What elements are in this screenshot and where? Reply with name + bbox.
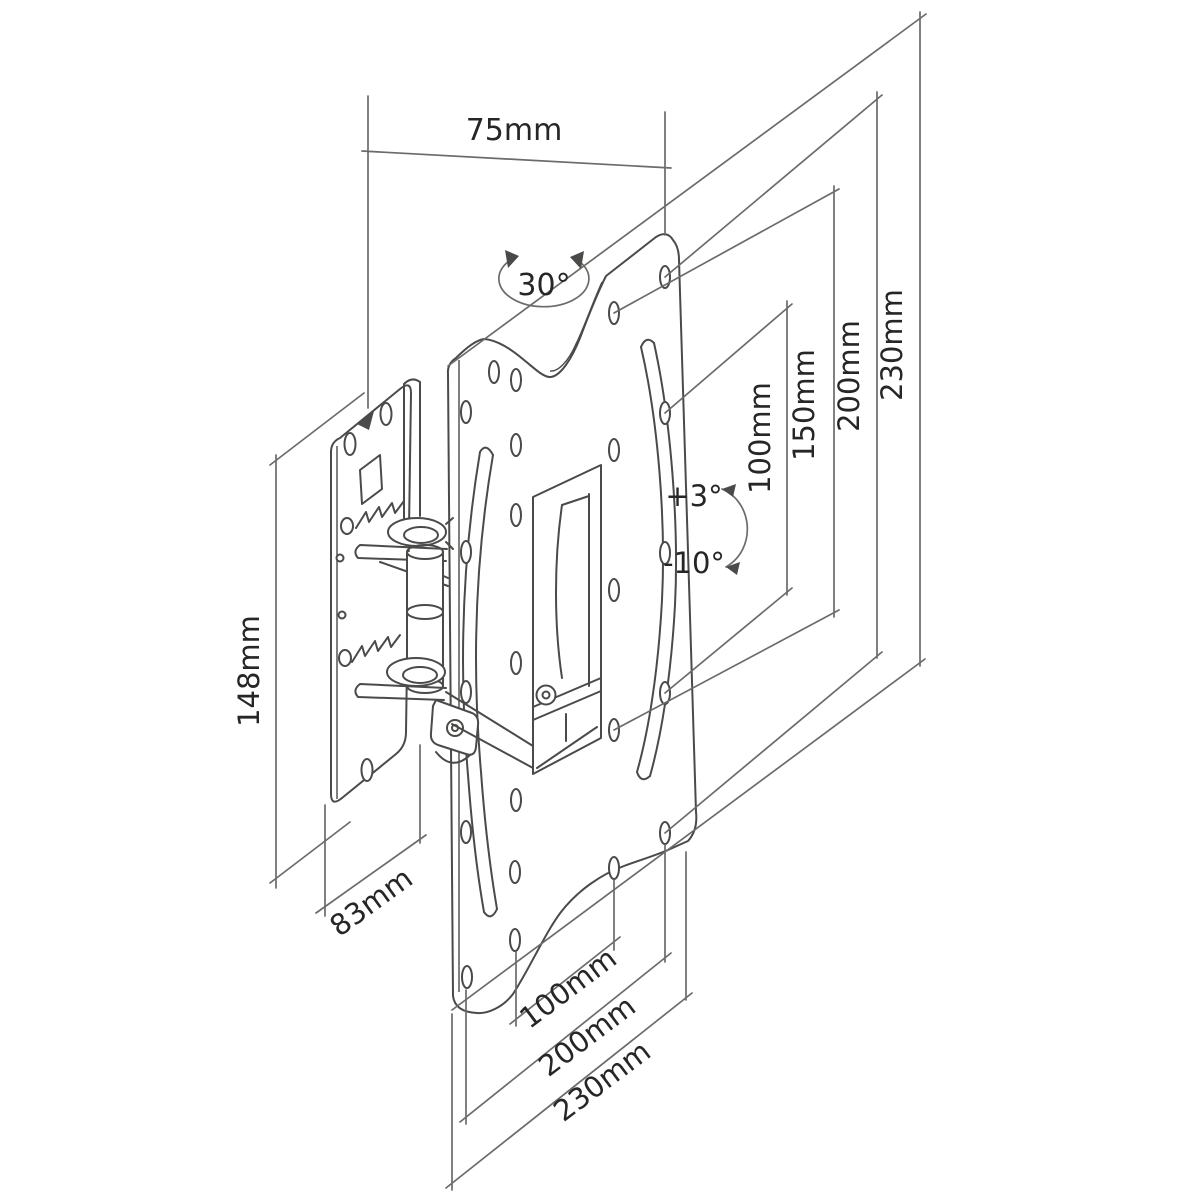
hinge-assembly bbox=[338, 378, 534, 769]
vesa-height-200-label: 200mm bbox=[832, 320, 866, 432]
vesa-plate bbox=[446, 233, 698, 1015]
wall-plate-slot bbox=[343, 432, 357, 456]
serrated-teeth bbox=[355, 500, 405, 529]
arm-upright bbox=[555, 504, 563, 679]
wall-plate-slot bbox=[360, 758, 374, 782]
dim-h150-lines bbox=[613, 185, 840, 731]
vesa-plate-outline bbox=[446, 233, 698, 1015]
dim-h200-lines bbox=[664, 91, 883, 834]
tilt-down-label: -10° bbox=[663, 546, 725, 580]
dim-h230-lines bbox=[447, 11, 927, 1011]
serrated-teeth bbox=[351, 634, 401, 663]
dim-w100-lines bbox=[509, 879, 621, 1027]
wall-plate-slot bbox=[379, 402, 393, 426]
dim-depth-lines bbox=[361, 95, 672, 409]
wall-plate-outline bbox=[330, 384, 412, 803]
vesa-plate-window bbox=[532, 464, 602, 775]
wall-plate-height-label: 148mm bbox=[232, 615, 266, 727]
vesa-height-230-label: 230mm bbox=[875, 289, 909, 401]
dim-wall-height-lines bbox=[269, 392, 365, 889]
swivel-arc bbox=[498, 250, 590, 308]
vesa-height-150-label: 150mm bbox=[787, 349, 821, 461]
swivel-angle-label: 30° bbox=[517, 268, 570, 303]
tilt-arc bbox=[721, 484, 749, 575]
lower-clamp bbox=[338, 634, 534, 769]
depth-dimension-label: 75mm bbox=[466, 113, 563, 148]
dimension-linework bbox=[269, 11, 927, 1191]
wall-plate-square-hole bbox=[359, 454, 383, 505]
plate-top-thickness bbox=[549, 281, 603, 372]
wall-plate bbox=[330, 384, 412, 803]
vesa-mounting-holes bbox=[460, 265, 671, 989]
upper-clamp bbox=[340, 500, 454, 587]
dim-w230-lines bbox=[445, 851, 693, 1191]
tilt-up-label: +3° bbox=[665, 479, 722, 513]
dim-w200-lines bbox=[459, 844, 672, 1125]
dim-h100-lines bbox=[664, 300, 793, 694]
dim-wall-width-lines bbox=[315, 744, 427, 917]
up-arrow-marker bbox=[357, 411, 374, 430]
hinge-post bbox=[403, 378, 421, 520]
vesa-height-100-label: 100mm bbox=[743, 382, 777, 494]
